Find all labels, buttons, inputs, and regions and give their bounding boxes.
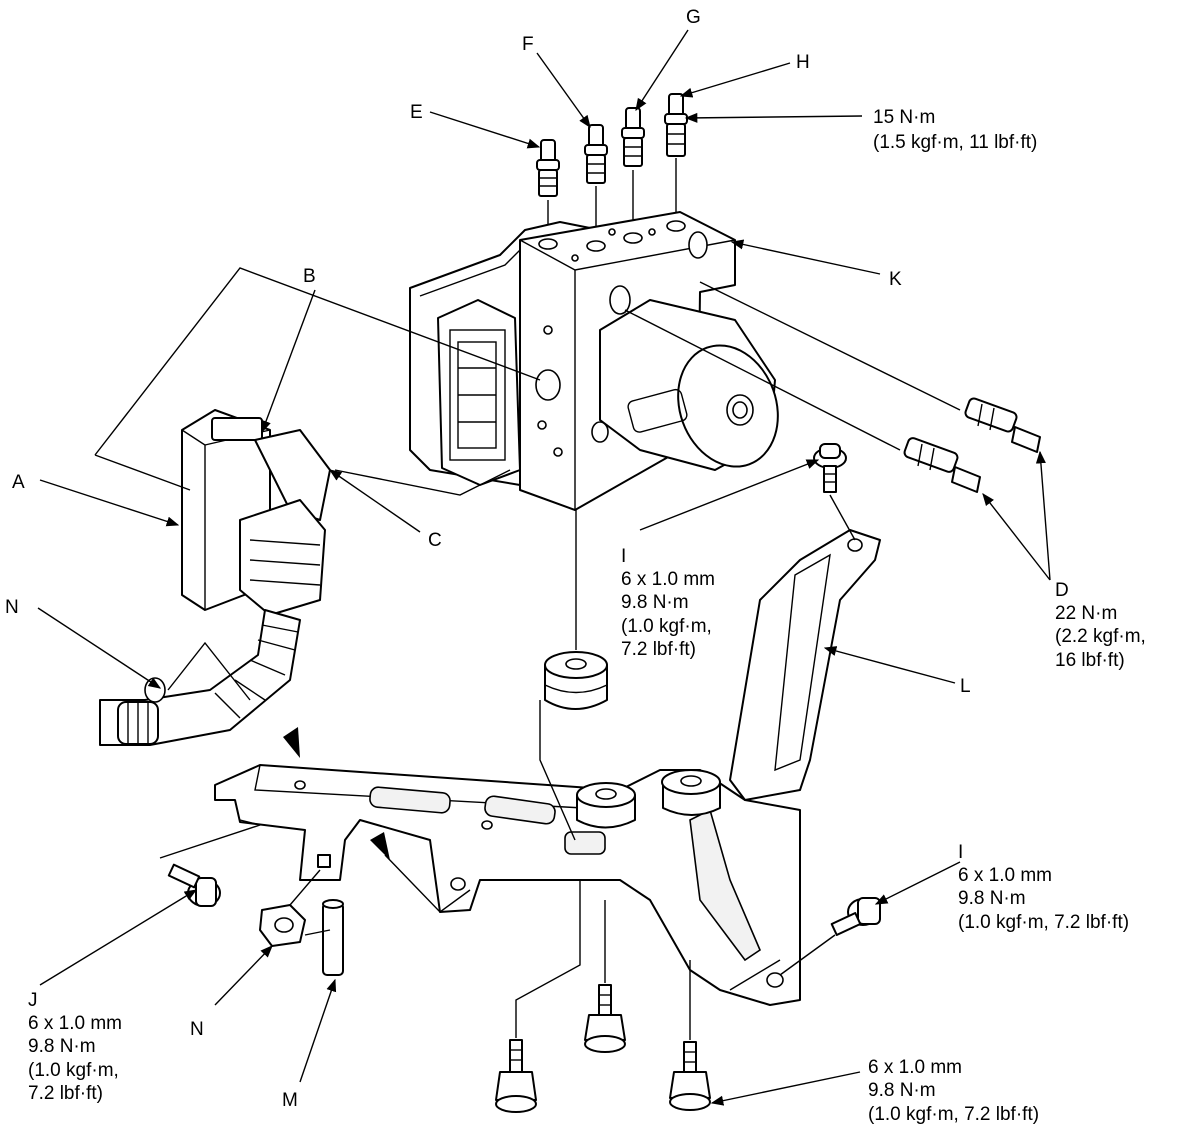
callout-arrows [37,29,1051,1106]
bolt-J [167,863,221,907]
brake-line-fitting-H [664,93,688,225]
rubber-mount-left [576,782,636,829]
brake-line-fitting-D-upper [699,281,1041,453]
callout-label-A: A [12,472,25,493]
tube-M [322,899,344,976]
mounting-bracket [214,764,801,1006]
callout-label-E: E [410,102,423,123]
spec-brake-line-small: 15 N·m (1.5 kgf·m, 11 lbf·ft) [873,107,1037,153]
bolt-I-upper [813,443,856,541]
spec-brake-line-large: 22 N·m (2.2 kgf·m, 16 lbf·ft) [1055,603,1151,671]
spec-bolts-bottom: 6 x 1.0 mm 9.8 N·m (1.0 kgf·m, 7.2 lbf·f… [868,1057,1039,1125]
rubber-mount-upper [544,651,608,710]
callout-label-D: D [1055,580,1069,601]
abs-modulator-unit [409,211,779,511]
harness-clip-N [259,869,321,947]
torque-spec-labels: 15 N·m (1.5 kgf·m, 11 lbf·ft) 22 N·m (2.… [28,107,1151,1125]
brake-line-fitting-D-lower [624,309,981,493]
callout-label-J: J [28,990,38,1011]
callout-label-I-upper: I [621,546,626,567]
callout-label-G: G [686,7,701,28]
callout-label-C: C [428,530,442,551]
bolt-bottom-right [669,960,711,1111]
callout-labels: A B C D E F G H K L N N M I I J [5,7,1069,1111]
bolt-bottom-left [495,880,581,1113]
wire-harness [99,609,301,746]
spec-bolt-J: 6 x 1.0 mm 9.8 N·m (1.0 kgf·m, 7.2 lbf·f… [28,1013,127,1104]
callout-label-N-upper: N [5,597,19,618]
bracket-arm [729,529,881,801]
brake-line-fitting-E [536,139,560,240]
ecu-connector [181,409,331,616]
callout-label-I-right: I [958,842,963,863]
bolt-I-right [779,897,881,976]
callout-label-N-lower: N [190,1019,204,1040]
callout-label-K: K [889,269,902,290]
spec-bolt-I-upper: 6 x 1.0 mm 9.8 N·m (1.0 kgf·m, 7.2 lbf·f… [621,569,720,660]
rubber-mount-right [661,769,721,816]
brake-line-fitting-F [584,124,608,245]
callout-label-B: B [303,266,316,287]
spec-bolt-I-right: 6 x 1.0 mm 9.8 N·m (1.0 kgf·m, 7.2 lbf·f… [958,865,1129,933]
callout-label-L: L [960,676,971,697]
callout-label-H: H [796,52,810,73]
callout-label-F: F [522,34,534,55]
brake-line-fitting-G [621,107,645,240]
bolt-bottom-middle [584,900,626,1053]
callout-label-M: M [282,1090,298,1111]
